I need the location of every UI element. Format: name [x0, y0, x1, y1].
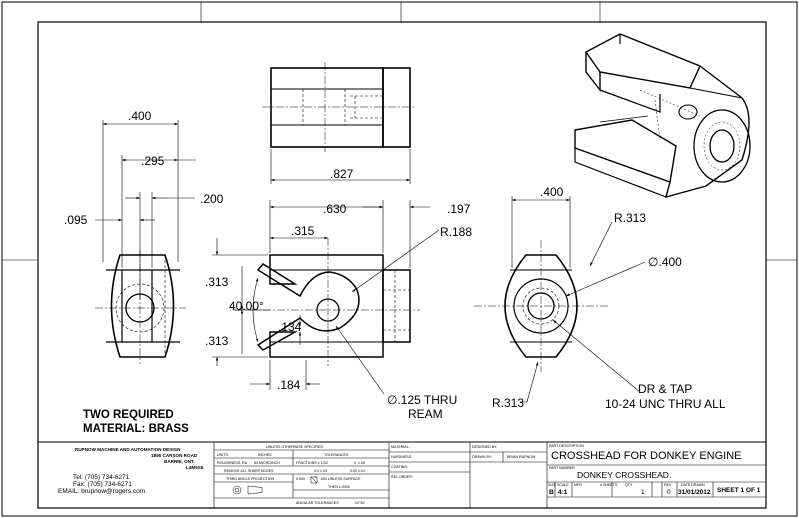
tb-scale-value: 4:1 — [558, 489, 568, 496]
tol-angular: ANGULAR TOLERANCES — [296, 501, 339, 505]
note-quantity: TWO REQUIRED — [83, 409, 174, 421]
tb-size-value: B — [549, 489, 554, 496]
front-dim-630: .630 — [323, 202, 347, 216]
isometric-view — [574, 33, 751, 198]
tol-label: TOLERANCES — [324, 453, 349, 457]
left-dim-095: .095 — [64, 213, 88, 227]
tol-dec3: 0.00 ±.01 — [350, 469, 365, 473]
tol-sharp-edges: REMOVE ALL SHARP EDGES — [224, 469, 274, 473]
right-side-view — [474, 196, 646, 403]
appr-designed: DESIGNED BY: — [472, 445, 497, 449]
appr-release: REL.ORDER: — [391, 475, 413, 479]
tb-desc-label: PART DESCRIPTION — [549, 444, 584, 448]
tb-qty-value: 1 — [641, 489, 645, 496]
right-dim-dia400: ∅.400 — [648, 255, 682, 269]
tol-fractions: FRACTIONS ± 1/32 — [296, 461, 328, 465]
tol-projection: THIRD ANGLE PROJECTION — [226, 477, 275, 481]
tol-finish-value: 63 MICROINCH — [254, 461, 280, 465]
right-note-thread: 10-24 UNC THRU ALL — [605, 397, 726, 411]
tb-title: CROSSHEAD FOR DONKEY ENGINE — [551, 450, 742, 462]
company-address-3: L4M5S5 — [186, 465, 204, 470]
front-dim-184: .184 — [277, 378, 301, 392]
tol-finish-label: ROUGHNESS, Ra — [217, 461, 247, 465]
tb-rev-value: 0 — [667, 489, 671, 496]
tol-units-label: UNITS: — [217, 453, 229, 457]
tb-part-label: PART NUMBER — [549, 466, 575, 470]
top-view — [262, 62, 416, 184]
company-name: RUPNOW MACHINE AND AUTOMATION DESIGN — [75, 447, 181, 452]
front-view — [212, 200, 440, 395]
front-dim-134: .134 — [278, 320, 302, 334]
tb-mfg-label: MFG — [574, 483, 582, 487]
front-dim-313-top: .313 — [205, 275, 229, 289]
front-dim-r188: R.188 — [440, 225, 472, 239]
tb-qty-label: QTY — [625, 483, 633, 487]
appr-drawn: DRAWN BY: — [472, 455, 492, 459]
tb-part-number: DONKEY CROSSHEAD. — [577, 470, 671, 480]
company-address-2: BARRIE, ONT. — [164, 459, 195, 464]
left-dim-200: .200 — [200, 192, 224, 206]
right-note-drtap: DR & TAP — [638, 382, 692, 396]
front-dim-ream: REAM — [408, 407, 443, 421]
tb-date-value: 31/01/2012 — [678, 489, 711, 496]
appr-coating: COATING: — [391, 465, 408, 469]
tol-dec4-note: .000 UNLESS SURFACE — [320, 477, 361, 481]
tb-sheet: SHEET 1 OF 1 — [717, 487, 761, 494]
tb-sheets-label: # SHEETS — [600, 483, 618, 487]
tb-size-label: SIZE — [548, 483, 557, 487]
company-tel: Tel: (705) 734-6271 — [73, 474, 130, 481]
third-angle-projection-symbol — [232, 485, 263, 495]
appr-hardness: HARDNESS: — [391, 455, 412, 459]
front-dim-hole: ∅.125 THRU — [387, 393, 457, 407]
tol-angular-value: ±0°30' — [355, 501, 365, 505]
company-address-1: 1895 CARSON ROAD — [151, 453, 198, 458]
right-dim-r313-top: R.313 — [614, 211, 646, 225]
surface-finish-symbol — [310, 476, 318, 484]
appr-drawn-value: BRIAN RUPNOW — [507, 455, 536, 459]
tb-date-label: DATE DRAWN — [681, 483, 705, 487]
tol-then: THEN ±.0005 — [328, 485, 350, 489]
right-dim-400: .400 — [540, 185, 564, 199]
tb-scale-label: SCALE — [557, 483, 569, 487]
front-dim-197: .197 — [447, 202, 471, 216]
front-dim-angle: 40.00° — [229, 299, 264, 313]
top-dim-827: .827 — [330, 167, 354, 181]
tol-units-value: INCHES — [258, 453, 272, 457]
left-dim-400: .400 — [128, 109, 152, 123]
right-dim-r313-bottom: R.313 — [492, 396, 524, 410]
company-fax: Fax: (705) 734-6271 — [73, 481, 132, 488]
tol-header: UNLESS OTHERWISE SPECIFIED — [266, 445, 323, 449]
tol-dec2: 0.0 ±.03 — [314, 469, 327, 473]
left-dim-295: .295 — [141, 154, 165, 168]
tol-dec1: 0. ±.05 — [354, 461, 365, 465]
front-dim-313-bottom: .313 — [205, 334, 229, 348]
note-material: MATERIAL: BRASS — [83, 423, 189, 435]
tb-rev-label: REV — [664, 483, 672, 487]
company-email: EMAIL: brupnow@rogers.com — [58, 488, 145, 495]
title-block-lines — [38, 441, 766, 508]
left-side-view — [95, 120, 196, 364]
appr-material: MATERIAL: — [391, 445, 410, 449]
front-dim-315: .315 — [291, 224, 315, 238]
tol-dec4: 0.000 — [296, 477, 305, 481]
